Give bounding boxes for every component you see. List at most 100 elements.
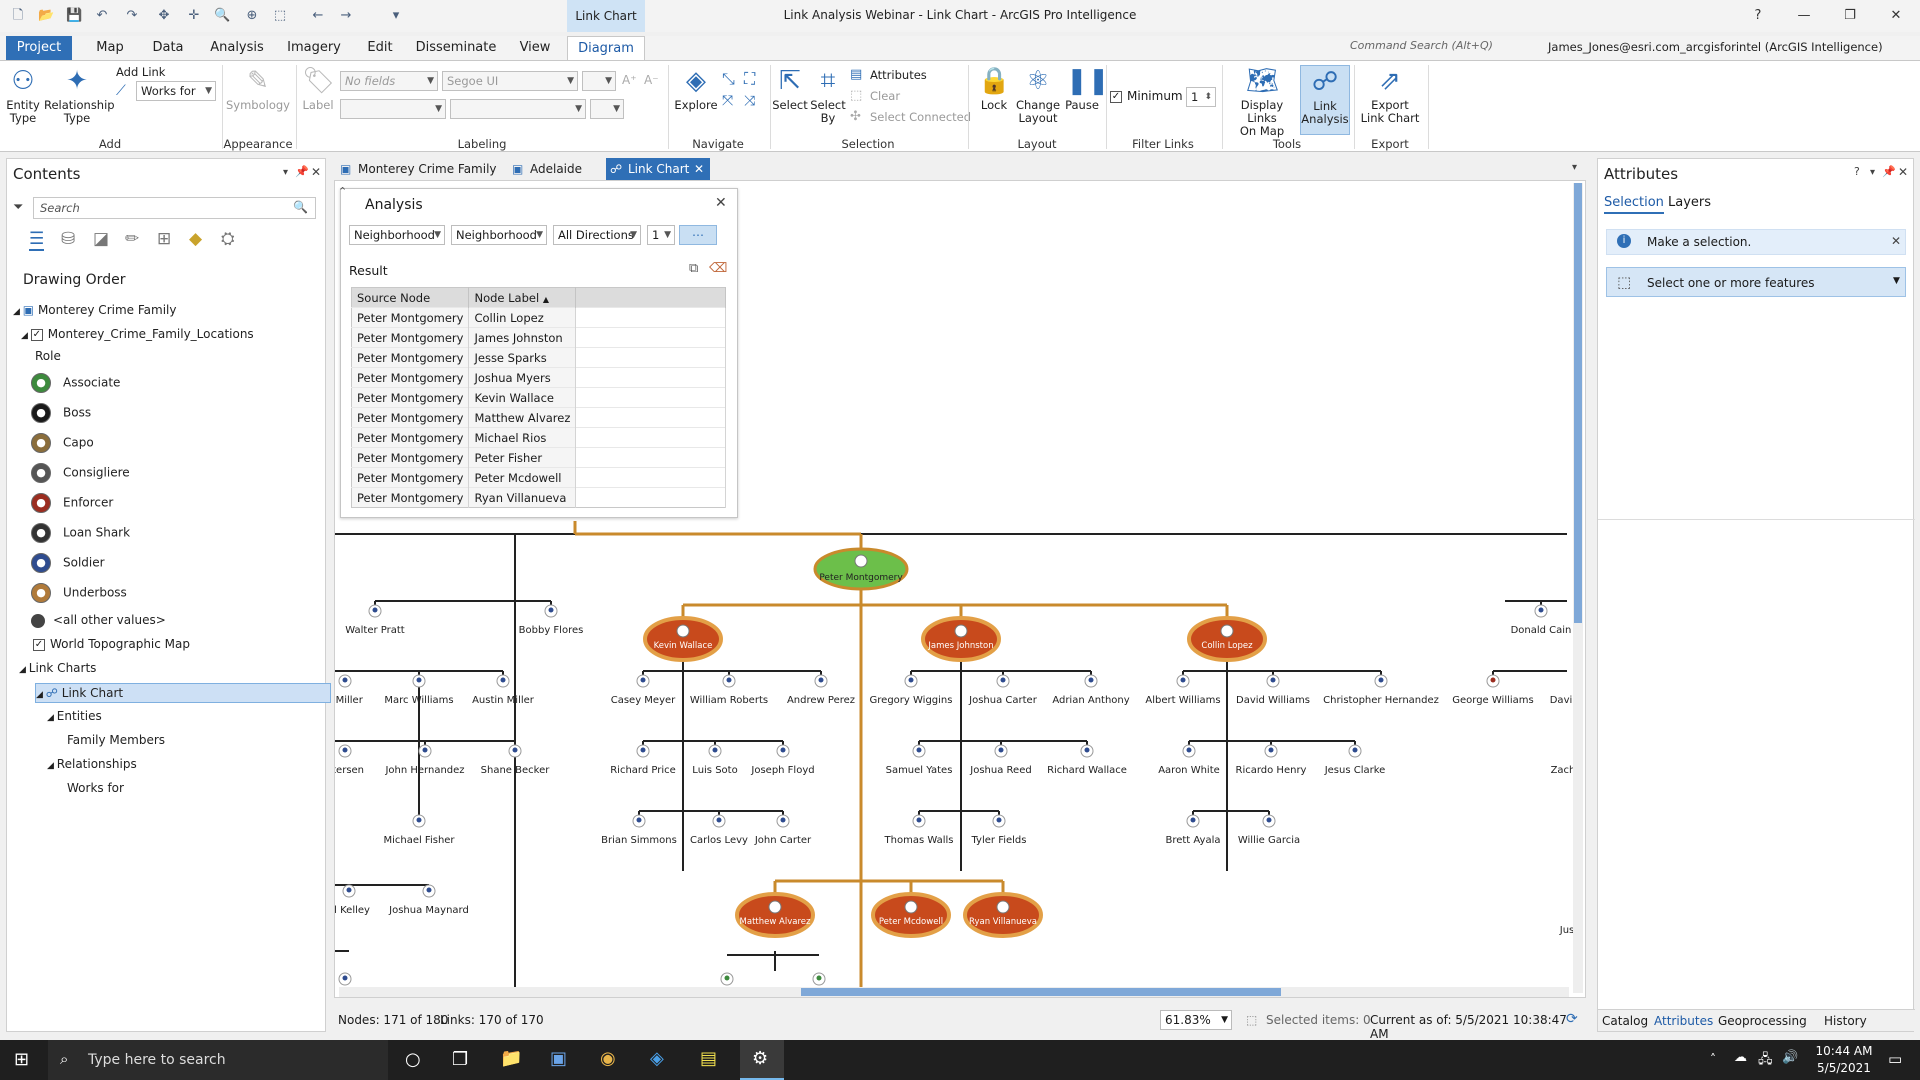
- tab-layers[interactable]: Layers: [1668, 195, 1712, 210]
- new-project-icon[interactable]: 🗋: [12, 8, 24, 23]
- link-analysis-button[interactable]: ☍ Link Analysis: [1300, 65, 1350, 135]
- save-icon[interactable]: 💾: [66, 8, 83, 23]
- select-by-button[interactable]: ⌗ Select By: [810, 66, 846, 125]
- back-icon[interactable]: ←: [312, 8, 324, 23]
- help-button[interactable]: ?: [1754, 8, 1762, 23]
- forward-icon[interactable]: →: [340, 8, 352, 23]
- hub-node[interactable]: [1187, 616, 1267, 662]
- tab-attributes[interactable]: Attributes: [1654, 1014, 1714, 1028]
- list-by-labeling-icon[interactable]: ◆: [189, 229, 203, 249]
- add-link-icon[interactable]: ⟋: [116, 83, 126, 99]
- label-class-dropdown[interactable]: ▼: [340, 99, 446, 119]
- explore-button[interactable]: ◈ Explore: [674, 66, 718, 112]
- lock-button[interactable]: 🔒 Lock: [978, 66, 1011, 112]
- hub-node[interactable]: [921, 616, 1001, 662]
- pin-icon[interactable]: 📌: [295, 165, 309, 178]
- zoom-in-fixed-icon[interactable]: ⤧: [722, 93, 734, 109]
- close-window-icon[interactable]: ✕: [1890, 8, 1902, 23]
- vertical-scrollbar[interactable]: [1573, 183, 1583, 993]
- column-header-source-node[interactable]: Source Node: [351, 287, 470, 308]
- tree-item-works-for[interactable]: Works for: [67, 781, 124, 795]
- tab-history[interactable]: History: [1824, 1014, 1867, 1028]
- list-by-drawing-order-icon[interactable]: ☰: [29, 229, 45, 251]
- zoom-scale-dropdown[interactable]: 61.83%▼: [1160, 1010, 1232, 1030]
- pause-button[interactable]: ❚❚ Pause: [1065, 66, 1110, 112]
- network-icon[interactable]: 🖧: [1758, 1052, 1773, 1067]
- help-icon[interactable]: ?: [1854, 165, 1860, 178]
- copy-results-icon[interactable]: ⧉: [689, 261, 699, 276]
- tab-catalog[interactable]: Catalog: [1602, 1014, 1649, 1028]
- minimize-icon[interactable]: —: [1797, 8, 1811, 23]
- hub-node[interactable]: [871, 892, 951, 938]
- vscode-icon[interactable]: ◈: [650, 1048, 664, 1069]
- user-account[interactable]: James_Jones@esri.com_arcgisforintel (Arc…: [1548, 40, 1883, 54]
- tree-item-basemap[interactable]: ✓World Topographic Map: [33, 637, 190, 651]
- contents-search-input[interactable]: Search: [33, 197, 316, 219]
- tab-edit[interactable]: Edit: [367, 40, 393, 55]
- entity-type-button[interactable]: ⚇ Entity Type: [6, 66, 40, 125]
- analysis-type-dropdown[interactable]: Neighborhood▼: [349, 225, 445, 245]
- tree-item-map[interactable]: ◢ ▣ Monterey Crime Family: [13, 303, 177, 317]
- pane-options-icon[interactable]: ▾: [1870, 167, 1876, 178]
- select-connected-button[interactable]: Select Connected: [870, 110, 972, 124]
- close-tab-icon[interactable]: ✕: [694, 162, 705, 176]
- tab-view[interactable]: View: [519, 40, 551, 55]
- tab-data[interactable]: Data: [152, 40, 184, 55]
- list-by-editing-icon[interactable]: ✏: [125, 229, 140, 249]
- tray-overflow-icon[interactable]: ˄: [1710, 1052, 1716, 1066]
- relationship-type-button[interactable]: ✦ Relationship Type: [44, 66, 115, 125]
- label-field-dropdown[interactable]: No fields▼: [340, 71, 438, 91]
- decrease-font-icon[interactable]: A⁻: [644, 73, 659, 87]
- restore-icon[interactable]: ❐: [1844, 8, 1856, 23]
- close-pane-icon[interactable]: ✕: [311, 165, 322, 179]
- change-layout-button[interactable]: ⚛ Change Layout: [1015, 66, 1061, 125]
- tree-item-locations-layer[interactable]: ◢ ✓Monterey_Crime_Family_Locations: [21, 327, 254, 341]
- tab-monterey-crime-family[interactable]: ▣Monterey Crime Family: [336, 158, 502, 180]
- tree-item-link-charts[interactable]: ◢ Link Charts: [19, 661, 97, 675]
- hub-node[interactable]: [963, 892, 1043, 938]
- analysis-method-dropdown[interactable]: Neighborhood▼: [451, 225, 547, 245]
- column-header-node-label[interactable]: Node Label ▲: [468, 287, 577, 308]
- full-extent-icon[interactable]: ⛶: [744, 69, 756, 88]
- windows-start-icon[interactable]: ⊞: [14, 1049, 30, 1070]
- clear-selection-button[interactable]: Clear: [870, 89, 901, 103]
- export-link-chart-button[interactable]: ⇗ Export Link Chart: [1360, 66, 1420, 125]
- link-type-dropdown[interactable]: Works for▼: [136, 81, 216, 101]
- close-analysis-icon[interactable]: ✕: [715, 195, 727, 211]
- app-icon[interactable]: ▣: [550, 1048, 568, 1069]
- list-by-snapping-icon[interactable]: ⊞: [157, 229, 172, 249]
- refresh-icon[interactable]: ⟳: [1566, 1011, 1578, 1027]
- tab-project[interactable]: Project: [6, 36, 72, 60]
- tree-item-entities[interactable]: ◢ Entities: [47, 709, 102, 723]
- tab-disseminate[interactable]: Disseminate: [415, 40, 497, 55]
- select-button[interactable]: ⇱ Select: [772, 66, 808, 112]
- attributes-button[interactable]: Attributes: [870, 68, 927, 82]
- tab-selection[interactable]: Selection: [1604, 195, 1664, 214]
- pane-options-icon[interactable]: ▾: [283, 167, 289, 178]
- sticky-notes-icon[interactable]: ▤: [700, 1048, 718, 1069]
- task-view-icon[interactable]: ❐: [452, 1049, 469, 1070]
- tab-diagram[interactable]: Diagram: [567, 36, 645, 60]
- symbology-button[interactable]: ✎ Symbology: [226, 66, 290, 112]
- hub-node[interactable]: [735, 892, 815, 938]
- direction-dropdown[interactable]: All Directions▼: [553, 225, 641, 245]
- open-folder-icon[interactable]: 📂: [38, 8, 55, 23]
- list-by-selection-icon[interactable]: ◪: [93, 229, 110, 249]
- checkbox-checked-icon[interactable]: ✓: [33, 638, 45, 651]
- command-search-input[interactable]: Command Search (Alt+Q): [1350, 39, 1493, 52]
- redo-icon[interactable]: ↷: [126, 8, 138, 23]
- list-by-source-icon[interactable]: ⛁: [61, 229, 76, 249]
- label-style-dropdown[interactable]: ▼: [450, 99, 586, 119]
- dismiss-message-icon[interactable]: ✕: [1891, 234, 1902, 248]
- label-button[interactable]: 🏷 Label: [302, 66, 336, 112]
